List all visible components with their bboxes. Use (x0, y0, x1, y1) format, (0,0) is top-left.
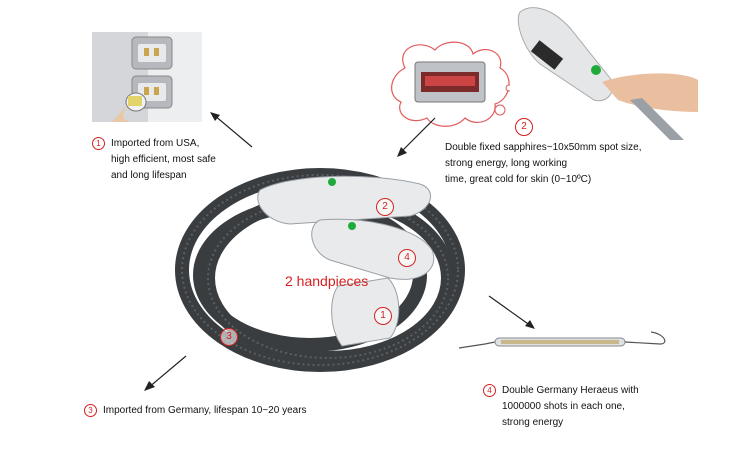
item2-marker-top: 2 (515, 118, 533, 136)
lamp-illustration (458, 331, 666, 349)
connector-photo (92, 32, 202, 122)
item2-line2: strong energy, long working (445, 158, 568, 169)
arrow-to-item3 (144, 355, 187, 391)
item2-description: Double fixed sapphires~10x50mm spot size… (445, 140, 642, 188)
item1-line1: Imported from USA, (111, 138, 200, 149)
arrow-to-connector (210, 112, 253, 148)
marker-2: 2 (376, 198, 394, 216)
item1-number-badge: 1 (92, 136, 105, 150)
item4-number-badge: 4 (483, 383, 496, 397)
marker-1: 1 (374, 307, 392, 325)
arrow-to-lamp (488, 295, 535, 329)
item3-number-badge: 3 (84, 403, 97, 417)
cloud-bubble (391, 41, 513, 127)
item2-line1: Double fixed sapphires~10x50mm spot size… (445, 142, 642, 153)
item4-line2: 1000000 shots in each one, (502, 401, 625, 412)
item1-description: 1 Imported from USA, high efficient, most… (92, 136, 216, 184)
item4-line3: strong energy (502, 417, 564, 428)
item1-line3: and long lifespan (111, 170, 187, 181)
handpieces-label: 2 handpieces (285, 273, 369, 289)
marker-3: 3 (220, 328, 238, 346)
arrow-from-cloud (397, 117, 436, 157)
hand-photo (510, 0, 700, 140)
item1-line2: high efficient, most safe (111, 154, 216, 165)
item3-description: 3 Imported from Germany, lifespan 10~20 y… (84, 403, 307, 419)
item3-text: Imported from Germany, lifespan 10~20 ye… (103, 405, 307, 416)
item4-description: 4 Double Germany Heraeus with 1000000 sho… (483, 383, 639, 431)
marker-4: 4 (398, 249, 416, 267)
item4-line1: Double Germany Heraeus with (502, 385, 639, 396)
item2-line3: time, great cold for skin (0~10ºC) (445, 174, 592, 185)
